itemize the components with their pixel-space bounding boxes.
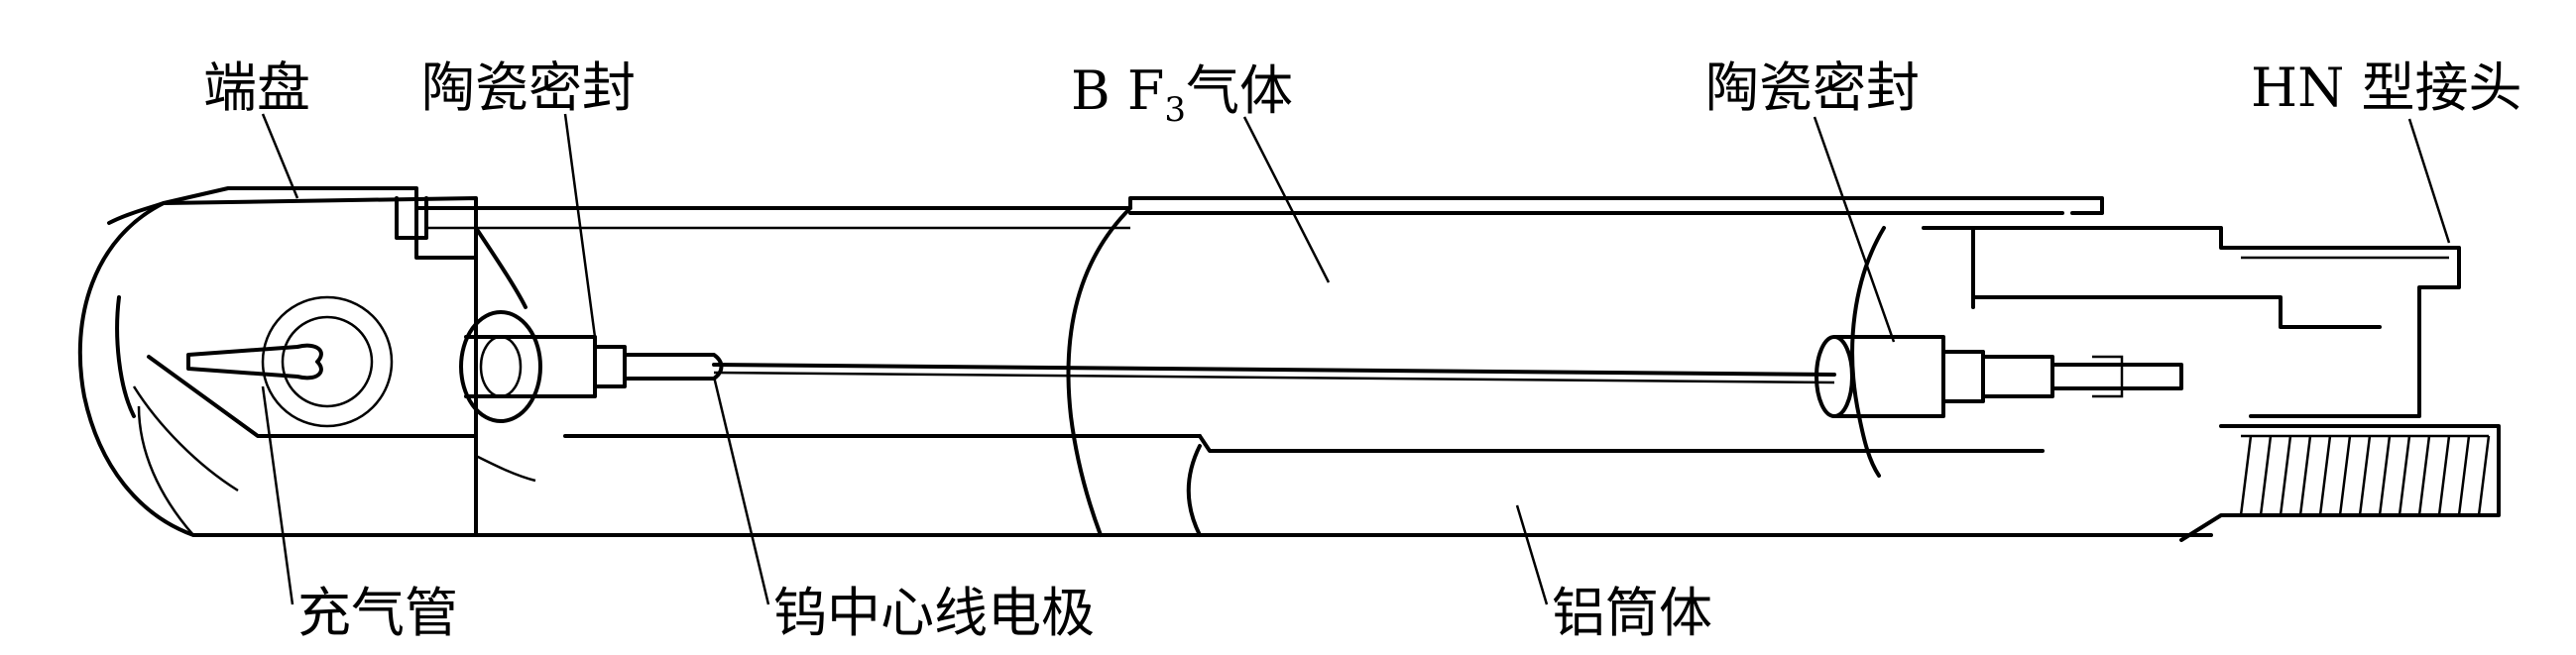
right-ceramic-seal-shape xyxy=(1815,226,2183,478)
aluminum-body-shape xyxy=(414,196,2213,537)
label-ceramic-seal-left: 陶瓷密封 xyxy=(421,56,636,119)
end-disk-shape xyxy=(77,186,478,537)
thread-marks xyxy=(2239,435,2491,516)
leader-lines xyxy=(261,113,2451,605)
label-end-disk: 端盘 xyxy=(203,56,310,119)
hn-connector-shape xyxy=(1922,226,2501,542)
label-hn-connector: HN 型接头 xyxy=(2251,56,2522,119)
left-ceramic-seal-shape xyxy=(395,196,724,483)
tungsten-wire-shape xyxy=(712,363,1836,384)
label-bf3-suffix: 气体 xyxy=(1185,59,1293,122)
label-ceramic-seal-right: 陶瓷密封 xyxy=(1705,56,1920,119)
label-fill-tube: 充气管 xyxy=(297,582,458,644)
label-aluminum-body: 铝筒体 xyxy=(1552,582,1712,644)
label-bf3-prefix: B F xyxy=(1071,59,1165,122)
fill-tube-shape xyxy=(186,295,394,428)
label-tungsten-electrode: 钨中心线电极 xyxy=(773,582,1095,644)
label-bf3-sub: 3 xyxy=(1164,89,1186,130)
label-bf3-gas: B F3气体 xyxy=(1071,64,1293,127)
